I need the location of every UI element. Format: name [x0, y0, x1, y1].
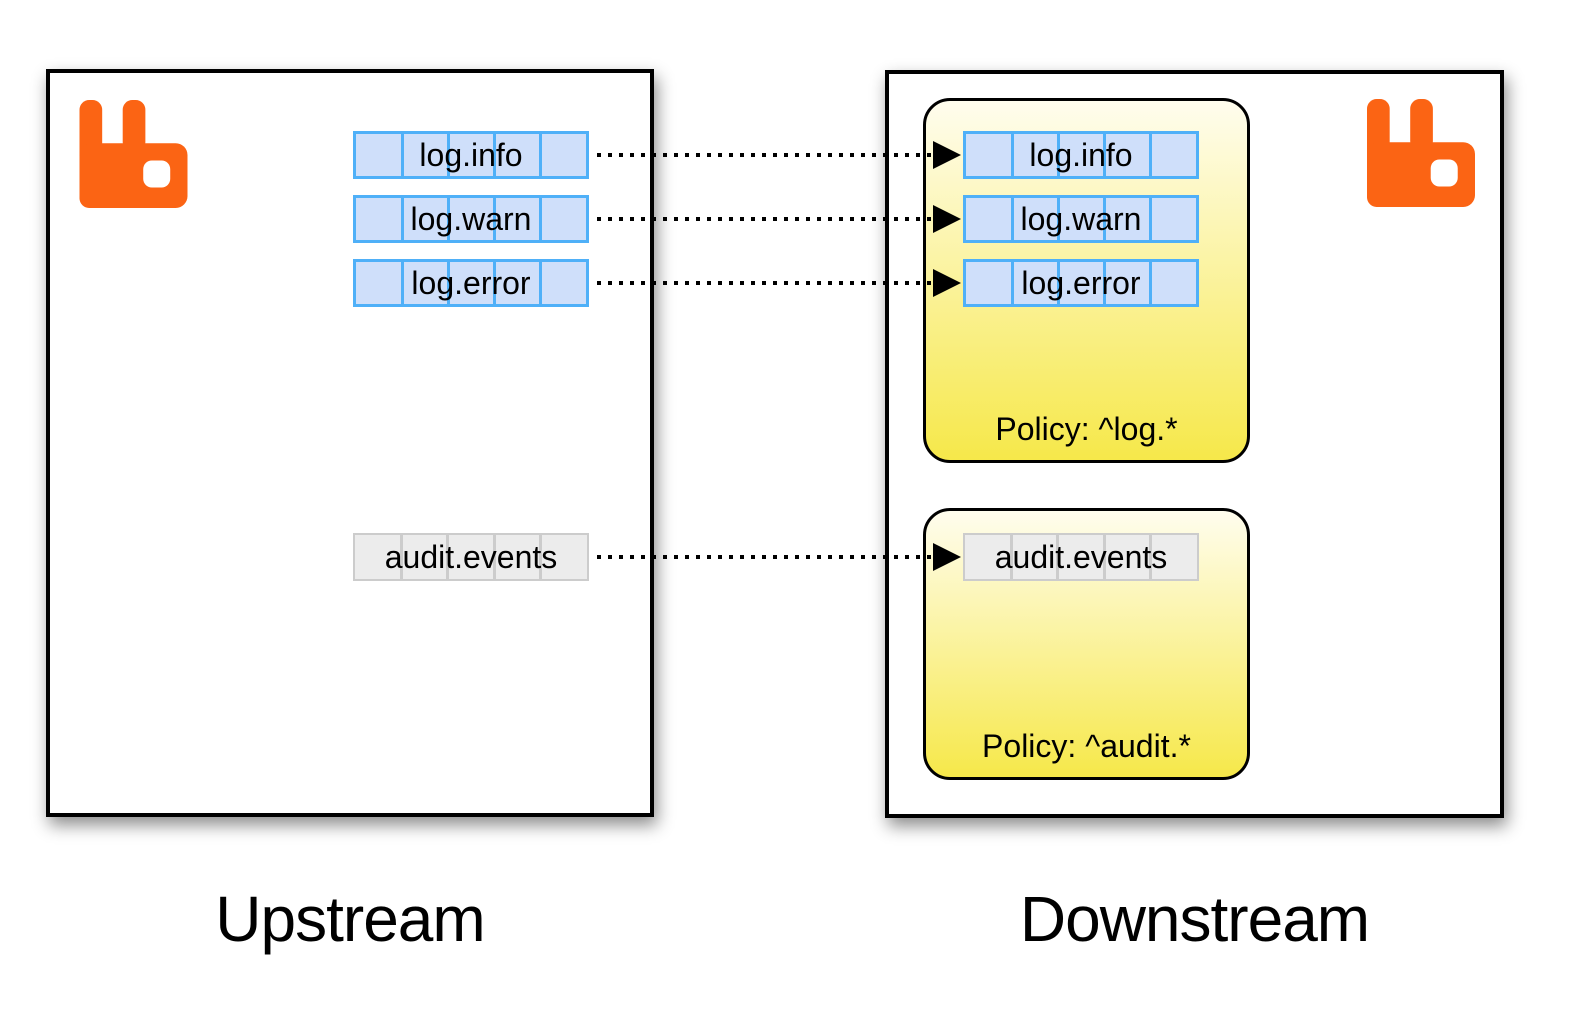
- queue-cell-divider: [538, 134, 542, 176]
- upstream-title: Upstream: [215, 883, 485, 955]
- queue-label: log.info: [1029, 137, 1133, 173]
- queue-label: log.info: [419, 137, 523, 173]
- queue-label: log.error: [1021, 265, 1141, 301]
- queue-cell-divider: [1010, 134, 1014, 176]
- rabbitmq-logo-icon: [79, 100, 188, 208]
- queue-cell-divider: [1010, 262, 1014, 304]
- queue-cell-divider: [400, 262, 404, 304]
- downstream-title: Downstream: [1019, 883, 1370, 955]
- queue-cell-divider: [1148, 134, 1152, 176]
- policy-label: Policy: ^audit.*: [982, 728, 1191, 764]
- queue-label: audit.events: [384, 539, 558, 575]
- queue-cell-divider: [1149, 535, 1153, 579]
- queue-cell-divider: [1010, 198, 1014, 240]
- queue-cell-divider: [1009, 535, 1013, 579]
- queue-log-warn-federated: log.warn: [963, 195, 1199, 243]
- queue-cell-divider: [400, 134, 404, 176]
- queue-cell-divider: [492, 262, 496, 304]
- policy-label: Policy: ^log.*: [995, 411, 1178, 447]
- queue-cell-divider: [1056, 262, 1060, 304]
- queue-cell-divider: [399, 535, 403, 579]
- queue-cell-divider: [492, 134, 496, 176]
- queue-log-info: log.info: [353, 131, 589, 179]
- queue-cell-divider: [400, 198, 404, 240]
- queue-cell-divider: [1148, 198, 1152, 240]
- queue-cell-divider: [446, 262, 450, 304]
- queue-log-info-federated: log.info: [963, 131, 1199, 179]
- federation-link-dotted-line: [597, 153, 933, 157]
- queue-label: log.warn: [1020, 201, 1142, 237]
- queue-cell-divider: [446, 198, 450, 240]
- queue-label: audit.events: [994, 539, 1168, 575]
- queue-cell-divider: [539, 535, 543, 579]
- queue-log-error-federated: log.error: [963, 259, 1199, 307]
- queue-cell-divider: [1102, 535, 1106, 579]
- queue-log-warn: log.warn: [353, 195, 589, 243]
- rabbitmq-logo-icon: [1367, 99, 1475, 207]
- queue-log-error: log.error: [353, 259, 589, 307]
- queue-audit-events-federated: audit.events: [963, 533, 1199, 581]
- arrowhead-icon: [933, 543, 961, 571]
- queue-cell-divider: [1056, 198, 1060, 240]
- queue-cell-divider: [1056, 134, 1060, 176]
- queue-cell-divider: [538, 198, 542, 240]
- queue-cell-divider: [538, 262, 542, 304]
- queue-cell-divider: [1056, 535, 1060, 579]
- queue-cell-divider: [446, 535, 450, 579]
- queue-cell-divider: [1102, 134, 1106, 176]
- queue-cell-divider: [1102, 262, 1106, 304]
- arrowhead-icon: [933, 269, 961, 297]
- queue-cell-divider: [1148, 262, 1152, 304]
- arrowhead-icon: [933, 141, 961, 169]
- federation-link-dotted-line: [597, 555, 933, 559]
- federation-link-dotted-line: [597, 217, 933, 221]
- queue-cell-divider: [446, 134, 450, 176]
- queue-cell-divider: [1102, 198, 1106, 240]
- queue-label: log.warn: [410, 201, 532, 237]
- federation-link-dotted-line: [597, 281, 933, 285]
- queue-audit-events: audit.events: [353, 533, 589, 581]
- queue-cell-divider: [492, 198, 496, 240]
- queue-cell-divider: [492, 535, 496, 579]
- arrowhead-icon: [933, 205, 961, 233]
- queue-label: log.error: [411, 265, 531, 301]
